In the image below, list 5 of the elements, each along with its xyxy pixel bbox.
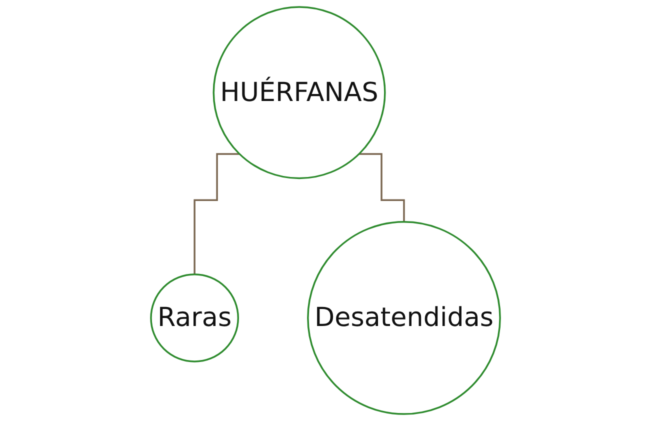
connector — [194, 153, 240, 276]
node-circle: Desatendidas — [308, 221, 502, 415]
node-circle: Raras — [150, 273, 240, 362]
connector — [360, 153, 406, 223]
node-circle: HUÉRFANAS — [213, 6, 386, 180]
